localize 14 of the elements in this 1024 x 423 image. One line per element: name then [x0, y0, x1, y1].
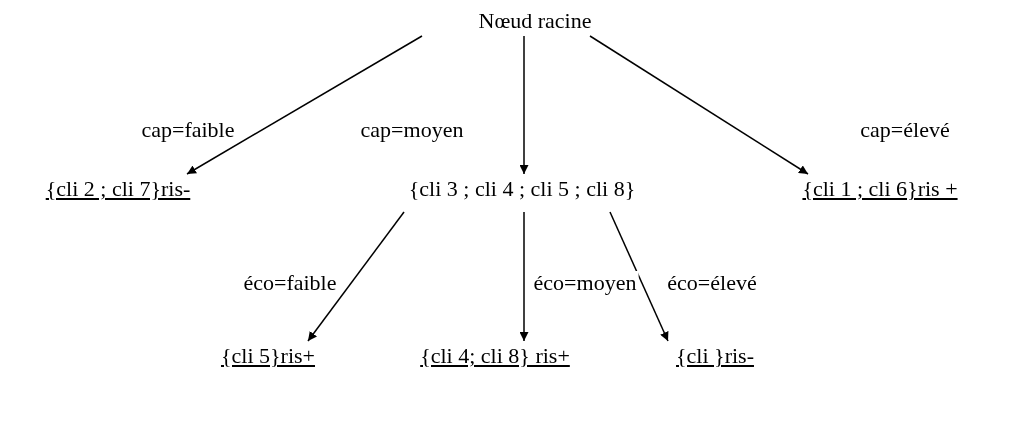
arrow: [609, 211, 669, 342]
arrow: [519, 35, 529, 175]
arrow: [307, 211, 405, 342]
leaf-node-label: {cli 2 ; cli 7}ris-: [41, 174, 195, 212]
tree-node-label: {cli 3 ; cli 4 ; cli 5 ; cli 8}: [404, 174, 640, 212]
arrow: [519, 211, 529, 342]
arrow: [589, 35, 809, 175]
tree-node-label: Nœud racine: [474, 6, 596, 36]
leaf-node-label: {cli 4; cli 8} ris+: [416, 341, 574, 379]
leaf-node-label: {cli 1 ; cli 6}ris +: [798, 174, 962, 212]
leaf-node-label: {cli }ris-: [672, 341, 758, 379]
leaf-node-label: {cli 5}ris+: [217, 341, 319, 379]
edge-label: éco=moyen: [531, 271, 639, 295]
arrow: [186, 35, 423, 175]
